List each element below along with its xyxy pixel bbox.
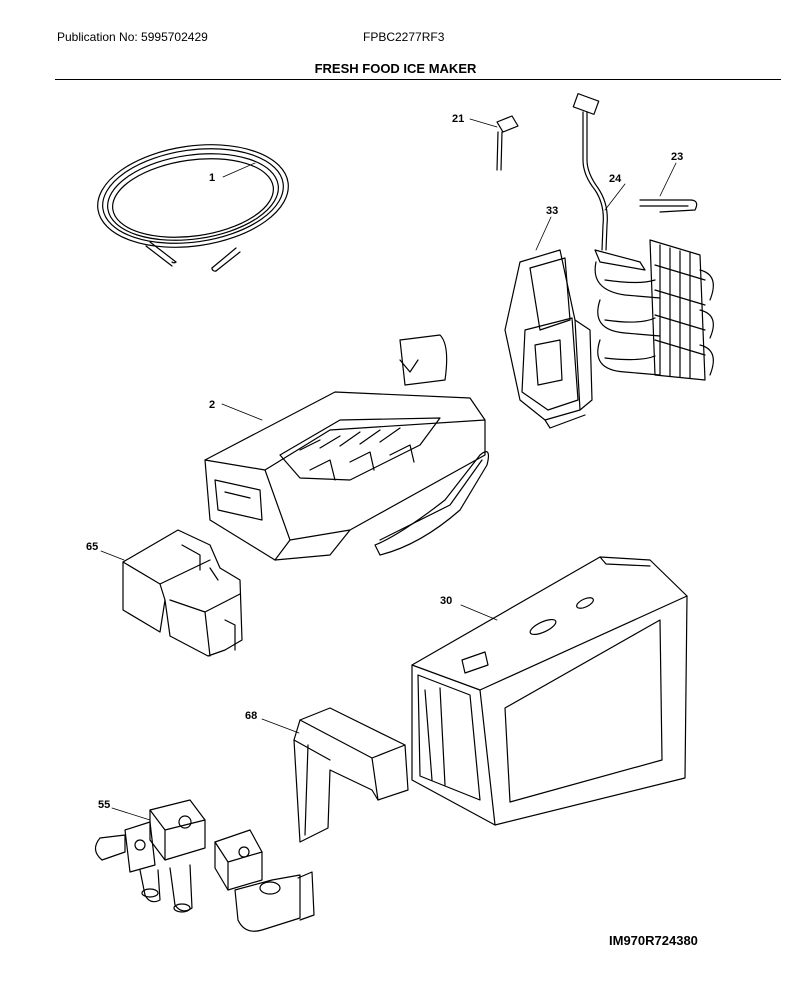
header-rule (55, 79, 781, 80)
part-33-bracket: 33 (504, 205, 593, 429)
part-24-harness: 24 (572, 93, 646, 271)
part-2-ice-maker: 2 (204, 334, 490, 561)
part-1-tubing: 1 (97, 144, 289, 272)
callout-23: 23 (671, 151, 683, 163)
publication-number: Publication No: 5995702429 (57, 30, 208, 44)
callout-65: 65 (86, 541, 98, 553)
callout-2: 2 (209, 399, 215, 411)
image-reference: IM970R724380 (609, 933, 698, 948)
callout-68: 68 (245, 710, 257, 722)
callout-24: 24 (609, 173, 622, 185)
callout-55: 55 (98, 799, 110, 811)
model-number: FPBC2277RF3 (363, 30, 445, 44)
part-55-valve: 55 (94, 799, 315, 932)
part-65-cover: 65 (86, 529, 243, 657)
part-21-sensor: 21 (452, 113, 519, 171)
callout-21: 21 (452, 113, 464, 125)
callout-33: 33 (546, 205, 558, 217)
callout-1: 1 (209, 172, 215, 184)
part-23-heater: 23 (594, 151, 714, 381)
part-68-cover: 68 (245, 707, 409, 843)
callout-30: 30 (440, 595, 452, 607)
part-30-bin: 30 (411, 556, 688, 826)
page-title: FRESH FOOD ICE MAKER (314, 61, 477, 76)
